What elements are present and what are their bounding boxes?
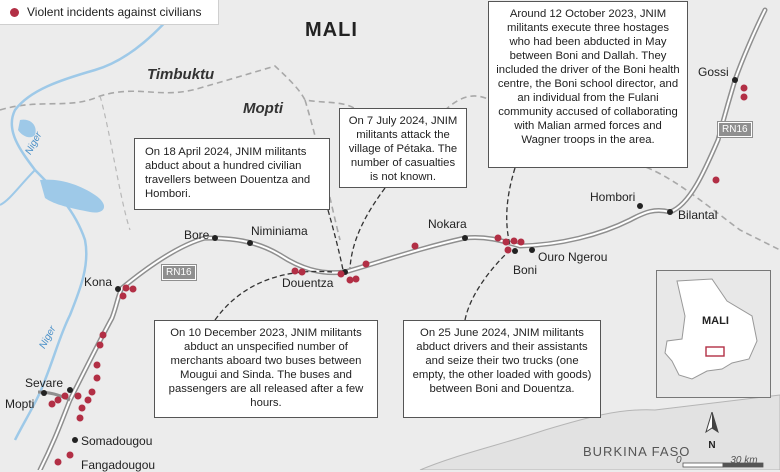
incident-dot	[291, 267, 299, 275]
niger-branch	[0, 169, 36, 206]
incident-dot	[712, 176, 720, 184]
inset-canvas	[657, 271, 770, 397]
place-gossi: Gossi	[698, 65, 729, 79]
map-title: MALI	[305, 19, 358, 41]
incident-dot	[93, 361, 101, 369]
place-boni: Boni	[513, 263, 538, 277]
callout-october-2023: Around 12 October 2023, JNIM militants e…	[488, 1, 688, 168]
lake-area-2	[18, 119, 36, 138]
town-dot-niminiama	[247, 240, 253, 246]
town-dot-sevare	[67, 387, 73, 393]
incident-dot	[93, 374, 101, 382]
callout-june-2024: On 25 June 2024, JNIM militants abduct d…	[403, 320, 601, 418]
incident-dot	[76, 414, 84, 422]
town-dot-bilantal	[667, 209, 673, 215]
town-dot-boni	[512, 248, 518, 254]
inset-label: MALI	[702, 315, 729, 327]
callout-april-2024: On 18 April 2024, JNIM militants abduct …	[134, 138, 330, 210]
incident-dot	[99, 331, 107, 339]
leader-jul2024	[349, 187, 386, 269]
leader-apr2024	[327, 209, 344, 271]
incident-dot	[78, 404, 86, 412]
incident-dot	[74, 392, 82, 400]
legend-label: Violent incidents against civilians	[27, 5, 202, 19]
incident-dot	[122, 284, 130, 292]
side-road	[37, 390, 71, 402]
place-bilantal: Bilantal	[678, 208, 718, 222]
road-badge-east: RN16	[717, 121, 753, 138]
scale-labels: 0 30 km	[676, 455, 758, 466]
inset-map	[656, 270, 771, 398]
leader-oct2023	[506, 167, 516, 246]
incident-dot	[54, 458, 62, 466]
incident-dot	[61, 392, 69, 400]
incident-dot	[517, 238, 525, 246]
inset-focus-box	[705, 346, 725, 357]
incident-dot	[510, 237, 518, 245]
incident-dot	[119, 292, 127, 300]
place-kona: Kona	[84, 275, 113, 289]
scale-end: 30 km	[730, 455, 758, 466]
incident-dot	[504, 246, 512, 254]
lake-area	[40, 179, 105, 213]
place-somadougou: Somadougou	[81, 434, 153, 448]
region-label-mopti: Mopti	[243, 100, 283, 117]
scale-start: 0	[676, 455, 682, 466]
town-dot-ouro-ngerou	[529, 247, 535, 253]
incident-dot	[88, 388, 96, 396]
incident-dot	[346, 276, 354, 284]
region-boundary-north	[99, 95, 131, 231]
incident-dot	[502, 238, 510, 246]
town-dot-mopti	[41, 390, 47, 396]
place-niminiama: Niminiama	[251, 224, 308, 238]
incident-dot	[48, 400, 56, 408]
town-dot-bore	[212, 235, 218, 241]
burkina-faso-area	[419, 394, 780, 470]
town-dot-gossi	[732, 77, 738, 83]
place-ouro-ngerou: Ouro Ngerou	[538, 250, 608, 264]
incident-dot	[337, 270, 345, 278]
incident-dot	[362, 260, 370, 268]
town-dot-kona	[115, 286, 121, 292]
incident-dot	[352, 275, 360, 283]
town-dot-somadougou	[72, 437, 78, 443]
incident-dot	[96, 341, 104, 349]
north-label: N	[708, 440, 716, 451]
scale-bar	[682, 462, 764, 468]
neighbour-country-label: BURKINA FASO	[583, 444, 691, 459]
place-mopti: Mopti	[5, 397, 35, 411]
incident-dot	[66, 451, 74, 459]
incident-dot	[84, 396, 92, 404]
incident-dot	[494, 234, 502, 242]
incident-dot	[411, 242, 419, 250]
place-hombori: Hombori	[590, 190, 636, 204]
region-label-timbuktu: Timbuktu	[147, 66, 215, 83]
legend-incident-marker	[10, 7, 19, 17]
town-dot-nokara	[462, 235, 468, 241]
legend: Violent incidents against civilians	[0, 0, 219, 25]
town-dot-hombori	[637, 203, 643, 209]
incident-dot	[298, 268, 306, 276]
compass-icon	[705, 410, 719, 434]
leader-dec2023	[214, 270, 333, 321]
incident-dot	[740, 84, 748, 92]
callout-december-2023: On 10 December 2023, JNIM militants abdu…	[154, 320, 378, 418]
north-arrow: N	[702, 410, 722, 451]
road-badge-west: RN16	[161, 264, 197, 281]
callout-july-2024: On 7 July 2024, JNIM militants attack th…	[339, 108, 467, 188]
inset-mali-shape	[664, 278, 758, 380]
place-bore: Bore	[184, 228, 210, 242]
incident-dot	[740, 93, 748, 101]
incident-dot	[129, 285, 137, 293]
incident-dot	[54, 396, 62, 404]
place-douentza: Douentza	[282, 276, 334, 290]
place-sevare: Sevare	[25, 376, 64, 390]
place-fangadougou: Fangadougou	[81, 458, 156, 472]
place-nokara: Nokara	[428, 217, 467, 231]
